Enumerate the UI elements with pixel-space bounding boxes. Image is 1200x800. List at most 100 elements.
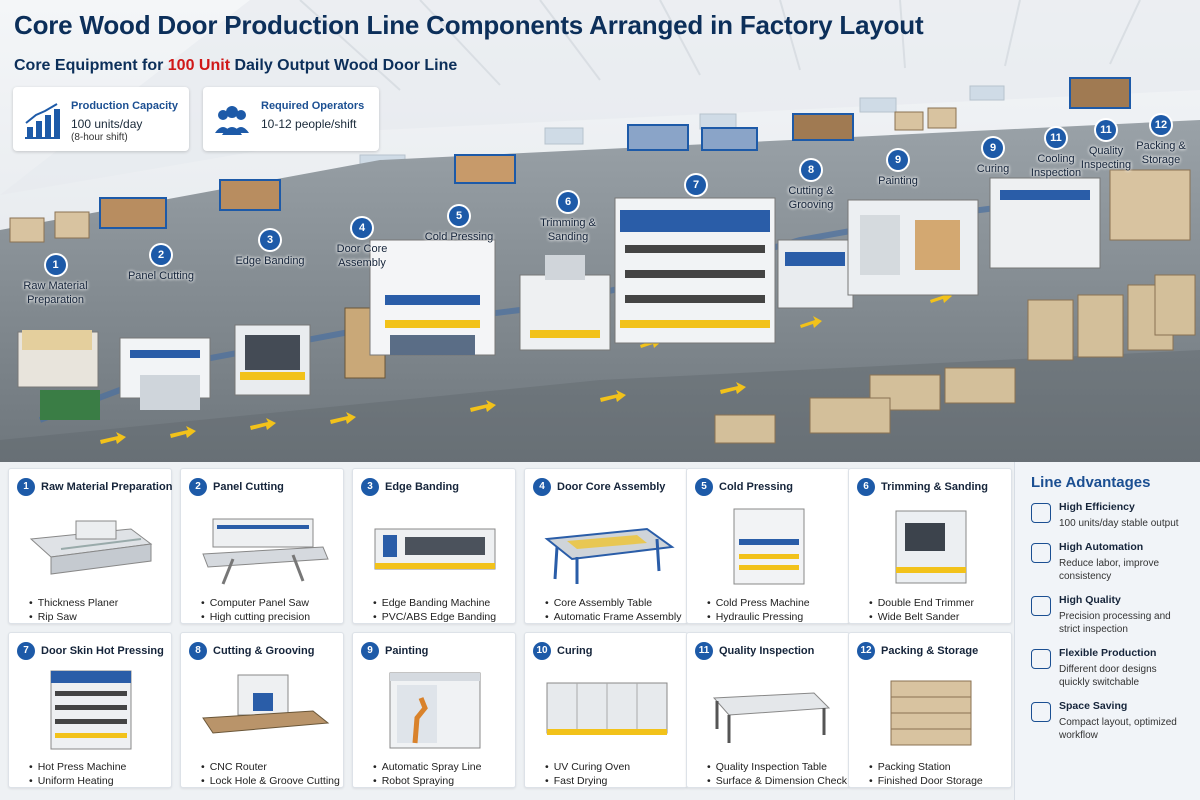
layout-marker-7: 7 [676, 175, 716, 199]
card-title: Cold Pressing [719, 481, 793, 493]
cold-press-icon [733, 508, 805, 585]
card-title: Edge Banding [385, 481, 459, 493]
card-item: Robot Spraying [373, 775, 454, 787]
card-number: 8 [189, 642, 207, 660]
scene-machine-12 [1109, 169, 1191, 241]
card-number: 6 [857, 478, 875, 496]
card-item: Computer Panel Saw [201, 597, 309, 609]
card-number: 4 [533, 478, 551, 496]
advantage-desc: Precision processing and strict inspecti… [1059, 610, 1171, 636]
card-number: 3 [361, 478, 379, 496]
card-title: Painting [385, 645, 429, 657]
stat-label: Production Capacity [71, 100, 178, 112]
subtitle-suffix: Daily Output Wood Door Line [230, 57, 458, 74]
card-item: Hot Press Machine [29, 761, 127, 773]
flexible-icon [1031, 648, 1051, 669]
efficiency-icon [1031, 503, 1051, 523]
card-number: 11 [695, 642, 713, 660]
card-title: Curing [557, 645, 593, 657]
curing-oven-icon [546, 682, 668, 735]
card-title: Quality Inspection [719, 645, 815, 657]
card-number: 9 [361, 642, 379, 660]
page-title: Core Wood Door Production Line Component… [14, 10, 924, 40]
card-item: Uniform Heating [29, 775, 114, 787]
card-number: 1 [17, 478, 35, 496]
scene-machine-8 [777, 239, 854, 309]
card-number: 5 [695, 478, 713, 496]
spray-booth-icon [389, 672, 481, 749]
stat-note: (8-hour shift) [71, 132, 128, 143]
card-item: Lock Hole & Groove Cutting [201, 775, 340, 787]
stat-label: Required Operators [261, 100, 365, 112]
scene-machine-1 [17, 330, 100, 420]
card-item: Hydraulic Pressing [707, 611, 804, 623]
advantage-title: High Efficiency [1059, 501, 1135, 513]
card-item: UV Curing Oven [545, 761, 630, 773]
assembly-table-icon [544, 527, 675, 584]
advantage-title: Flexible Production [1059, 646, 1157, 659]
space-saving-icon [1031, 701, 1051, 722]
quality-shield-icon [1031, 595, 1051, 616]
advantage-desc: 100 units/day stable output [1059, 518, 1179, 529]
card-item: Surface & Dimension Check [707, 775, 847, 787]
scene-machine-5 [369, 239, 496, 356]
advantage-desc: Compact layout, optimized workflow [1059, 716, 1177, 742]
card-item: Rip Saw [29, 611, 77, 623]
equipment-card-5: 5 Cold Pressing Cold Press Machine Hydrau… [686, 468, 850, 624]
card-title: Cutting & Grooving [213, 645, 315, 657]
edge-bander-icon [374, 528, 496, 570]
factory-layout-scene [0, 0, 1200, 462]
card-item: Automatic Frame Assembly [545, 611, 682, 623]
automation-icon [1031, 542, 1051, 563]
card-item: Thickness Planer [29, 597, 119, 609]
line-advantages-panel: Line Advantages High Efficiency 100 units… [1014, 462, 1200, 800]
subtitle-highlight: 100 Unit [167, 57, 231, 74]
card-item: High cutting precision [201, 611, 310, 623]
stat-required-operators: Required Operators 10-12 people/shift [203, 87, 379, 151]
sander-icon [895, 510, 967, 584]
card-item: Cold Press Machine [707, 597, 810, 609]
advantages-title: Line Advantages [1031, 474, 1151, 491]
equipment-cards: 1 Raw Material Preparation Thickness Plan… [0, 462, 1012, 800]
card-item: Wide Belt Sander [869, 611, 960, 623]
card-title: Raw Material Preparation [41, 481, 173, 493]
advantage-desc: Different door designs quickly switchabl… [1059, 663, 1157, 689]
panel-saw-icon [202, 518, 329, 585]
card-title: Panel Cutting [213, 481, 284, 493]
inspection-table-icon [712, 692, 831, 743]
scene-machine-6 [519, 255, 611, 351]
scene-machine-9 [847, 199, 979, 296]
card-item: PVC/ABS Edge Banding [373, 611, 496, 623]
packing-station-icon [890, 680, 972, 746]
card-item: CNC Router [201, 761, 267, 773]
scene-machine-7 [614, 197, 776, 344]
scene-machine-2 [119, 337, 211, 410]
planer-icon [29, 520, 153, 575]
subtitle-prefix: Core Equipment for [14, 57, 168, 74]
card-item: Packing Station [869, 761, 951, 773]
card-item: Finished Door Storage [869, 775, 983, 787]
advantage-title: High Quality [1059, 593, 1121, 606]
cnc-router-icon [202, 674, 330, 734]
hot-press-icon [50, 670, 132, 750]
advantage-item: High Efficiency 100 units/day stable outp… [1031, 501, 1184, 531]
card-item: Core Assembly Table [545, 597, 652, 609]
